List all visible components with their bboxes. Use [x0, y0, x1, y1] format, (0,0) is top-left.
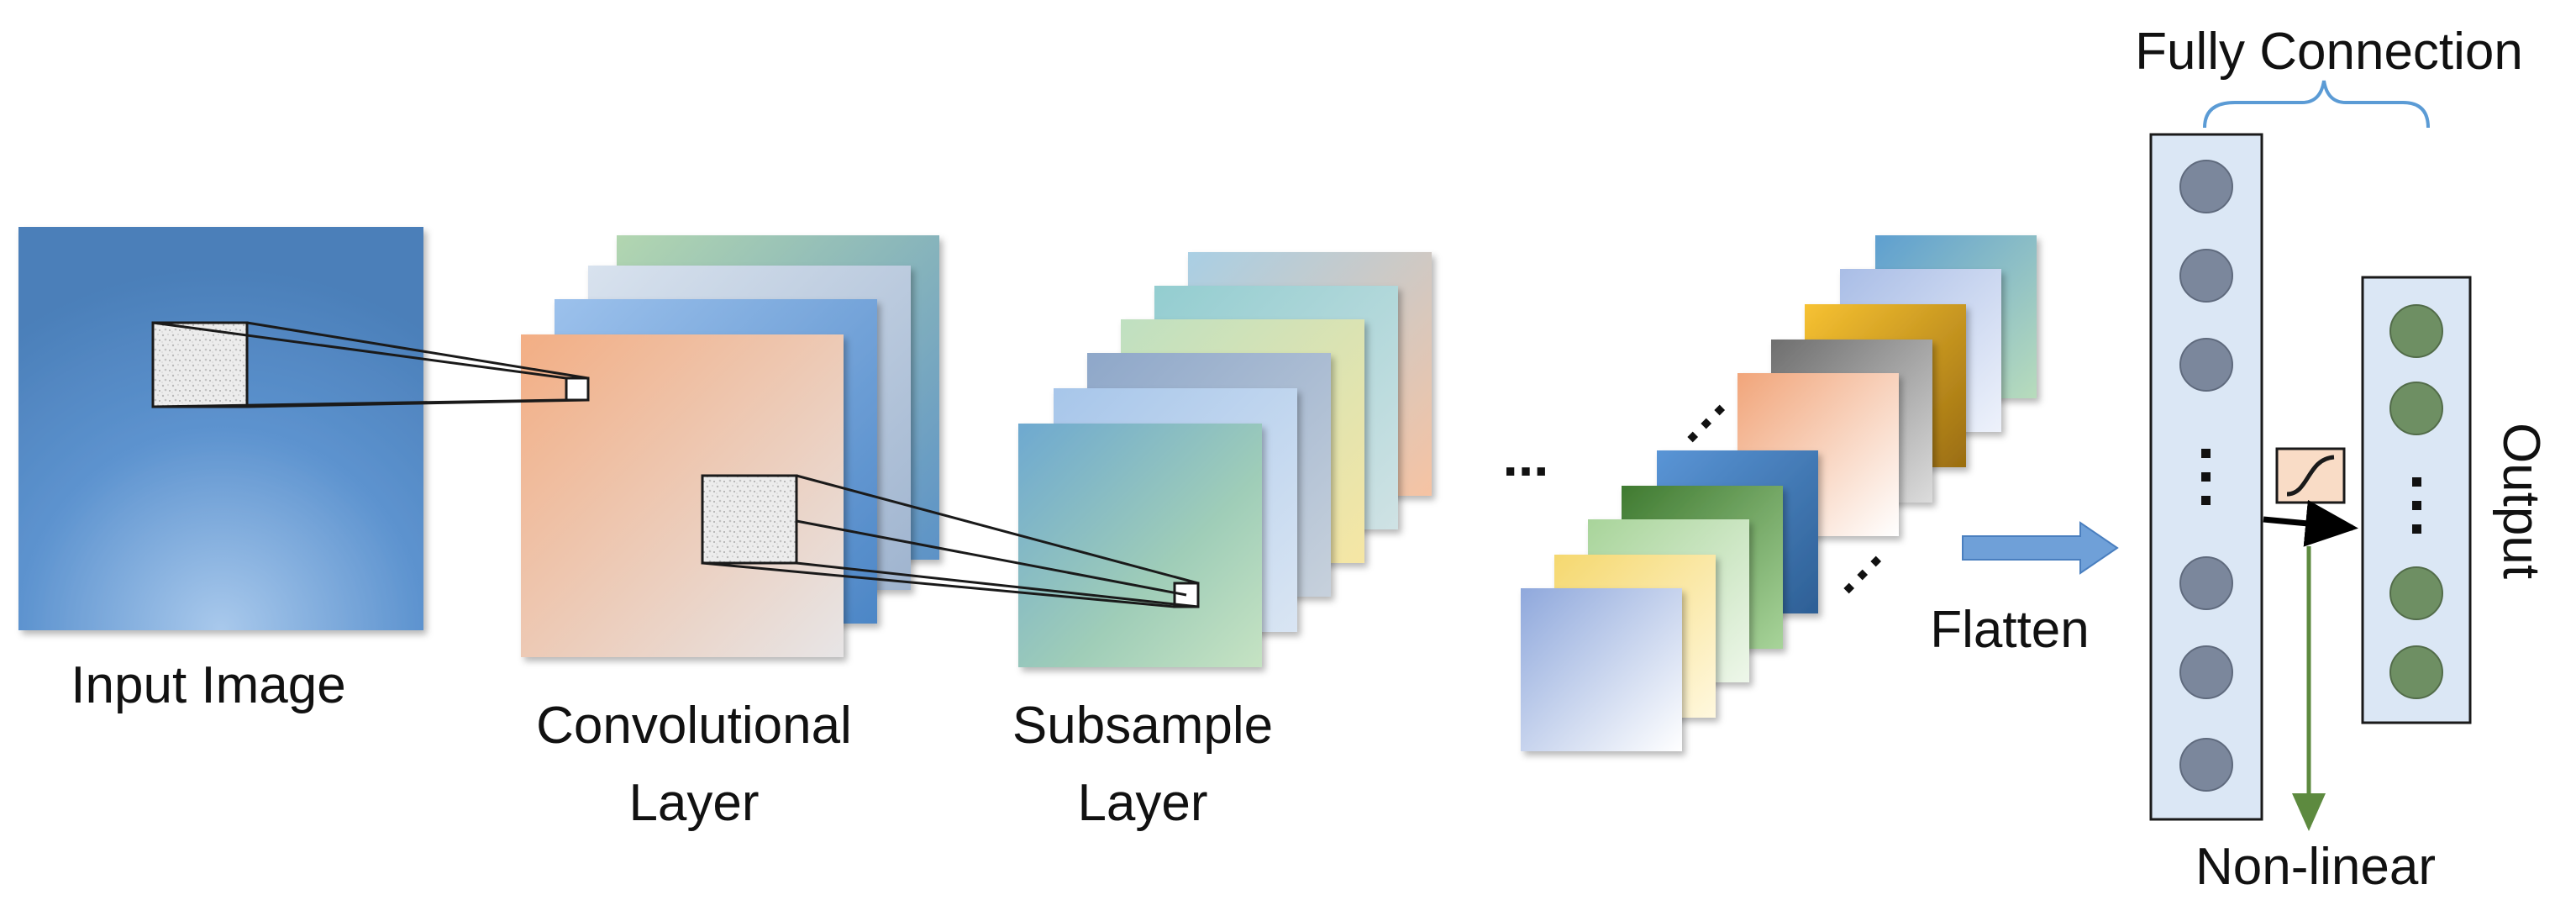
output-neuron-2 — [2389, 382, 2443, 435]
fully-connection-label: Fully Connection — [2135, 23, 2523, 81]
output-neurons — [2389, 304, 2443, 699]
conv-feature-map-stack — [521, 235, 939, 657]
deep-stack-ellipsis-lower — [1843, 555, 1882, 594]
subsample-layer-label-line2: Layer — [1077, 774, 1207, 832]
conv-layer-label-line1: Convolutional — [536, 697, 852, 755]
output-neuron-3 — [2389, 566, 2443, 620]
conv-layer-label-line2: Layer — [628, 774, 759, 832]
sigmoid-icon — [2275, 447, 2346, 504]
fc-to-output-arrow — [2263, 499, 2358, 547]
output-neuron-4 — [2389, 645, 2443, 699]
output-vertical-ellipsis — [2412, 477, 2421, 534]
deep-stack-ellipsis-upper — [1687, 404, 1726, 443]
subsample-layer-label-line1: Subsample — [1012, 697, 1273, 755]
input-image-panel — [18, 227, 423, 630]
conv-to-subsample-projection — [702, 474, 1199, 608]
output-neuron-1 — [2389, 304, 2443, 358]
fully-connection-brace — [2203, 80, 2430, 129]
input-to-conv-projection — [152, 321, 589, 408]
input-receptive-field — [151, 321, 249, 408]
conv-receptive-field — [701, 474, 798, 565]
fc-neuron-6 — [2179, 738, 2233, 792]
fc-neurons — [2179, 160, 2233, 792]
subsample-feature-map-stack — [1018, 252, 1432, 667]
fc-neuron-2 — [2179, 249, 2233, 303]
input-image-label: Input Image — [71, 656, 345, 714]
deep-map-front-1 — [1521, 588, 1682, 751]
output-label: Output — [2492, 423, 2550, 579]
flatten-arrow — [1962, 521, 2119, 575]
deep-feature-map-stack-front — [1521, 450, 1818, 751]
fc-neuron-3 — [2179, 338, 2233, 392]
flatten-label: Flatten — [1930, 601, 2090, 659]
fc-neuron-5 — [2179, 645, 2233, 699]
fc-neuron-4 — [2179, 556, 2233, 610]
fc-vertical-ellipsis — [2201, 449, 2211, 505]
conv-target-pixel — [565, 376, 590, 402]
layers-ellipsis: ... — [1502, 425, 1548, 487]
fc-neuron-1 — [2179, 160, 2233, 213]
non-linear-label: Non-linear — [2195, 838, 2436, 896]
